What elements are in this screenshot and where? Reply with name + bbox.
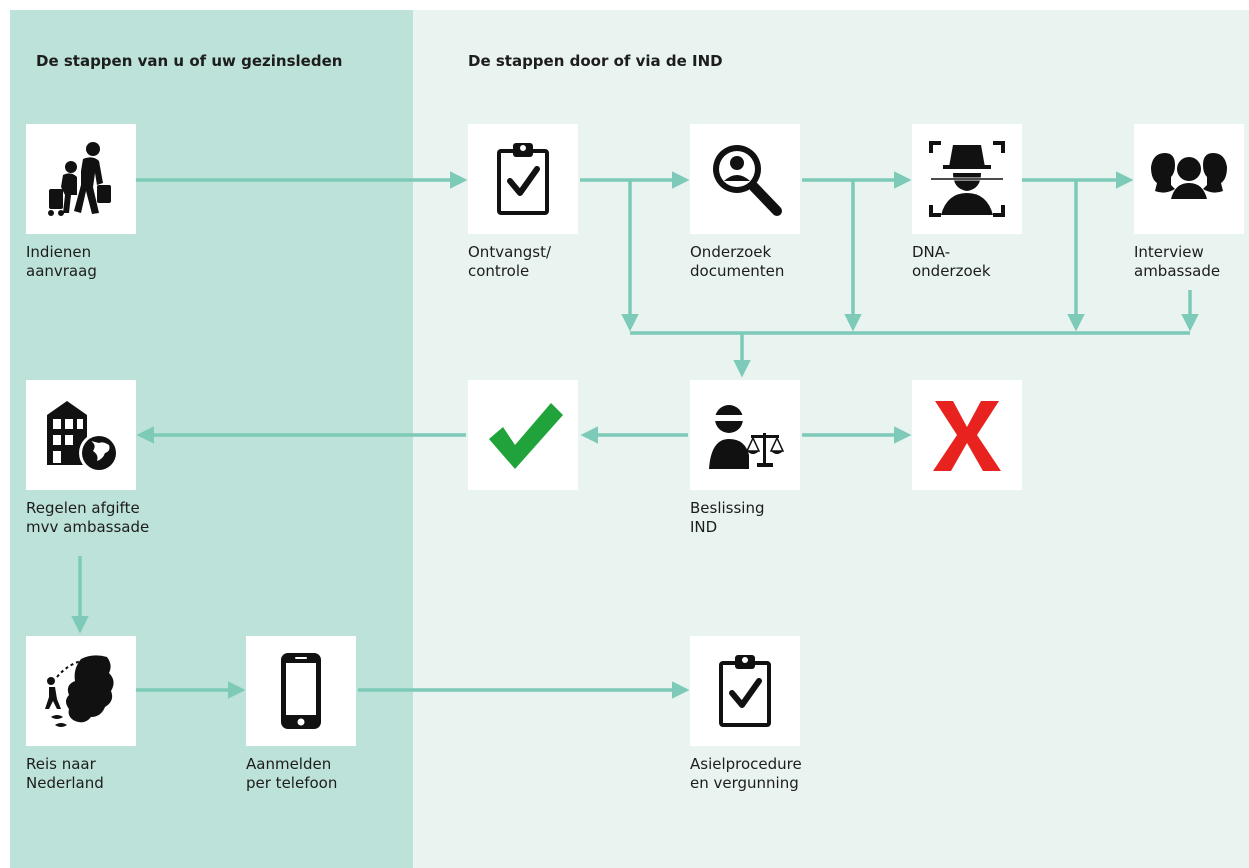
label-indienen: Indienen aanvraag [26,243,97,281]
outcome-negative [912,380,1022,490]
step-regelen [26,380,136,490]
step-aanmelden [246,636,356,746]
step-dna [912,124,1022,234]
label-aanmelden-line1: Aanmelden [246,755,332,773]
people-heads-icon [1151,153,1227,199]
label-beslissing-line1: Beslissing [690,499,765,517]
step-beslissing [690,380,800,490]
walker-netherlands-map-icon [45,655,114,727]
step-ontvangst [468,124,578,234]
label-beslissing-line2: IND [690,518,718,536]
magnifier-person-icon [713,145,782,216]
label-indienen-line1: Indienen [26,243,92,261]
step-reis [26,636,136,746]
label-beslissing: Beslissing IND [690,499,765,537]
face-scan-icon [927,141,1007,217]
label-ontvangst-line2: controle [468,262,530,280]
ind-steps-heading: De stappen door of via de IND [468,52,723,70]
label-ontvangst: Ontvangst/ controle [468,243,551,281]
red-cross-icon [933,401,1001,471]
label-dna-line2: onderzoek [912,262,991,280]
step-onderzoek [690,124,800,234]
label-interview-line2: ambassade [1134,262,1221,280]
green-checkmark-icon [489,403,563,469]
travellers-with-luggage-icon [48,142,111,216]
label-aanmelden-line2: per telefoon [246,774,338,792]
step-asiel [690,636,800,746]
applicant-steps-heading: De stappen van u of uw gezinsleden [36,52,343,70]
outcome-positive [468,380,578,490]
label-regelen-line1: Regelen afgifte [26,499,140,517]
label-reis-line1: Reis naar [26,755,96,773]
clipboard-check-icon [719,655,771,727]
label-reis-line2: Nederland [26,774,104,792]
label-asiel: Asielprocedure en vergunning [690,755,802,793]
embassy-globe-icon [47,401,119,473]
step-indienen [26,124,136,234]
label-ontvangst-line1: Ontvangst/ [468,243,552,261]
label-interview: Interview ambassade [1134,243,1220,281]
justice-scales-icon [709,405,785,469]
step-interview [1134,124,1244,234]
label-onderzoek: Onderzoek documenten [690,243,784,281]
label-onderzoek-line1: Onderzoek [690,243,772,261]
label-reis: Reis naar Nederland [26,755,104,793]
label-asiel-line2: en vergunning [690,774,799,792]
label-regelen-line2: mvv ambassade [26,518,150,536]
label-aanmelden: Aanmelden per telefoon [246,755,337,793]
label-interview-line1: Interview [1134,243,1204,261]
label-dna: DNA- onderzoek [912,243,991,281]
label-onderzoek-line2: documenten [690,262,785,280]
clipboard-check-icon [497,143,549,215]
label-indienen-line2: aanvraag [26,262,97,280]
label-dna-line1: DNA- [912,243,951,261]
label-regelen: Regelen afgifte mvv ambassade [26,499,149,537]
label-asiel-line1: Asielprocedure [690,755,802,773]
mobile-phone-icon [281,653,321,729]
